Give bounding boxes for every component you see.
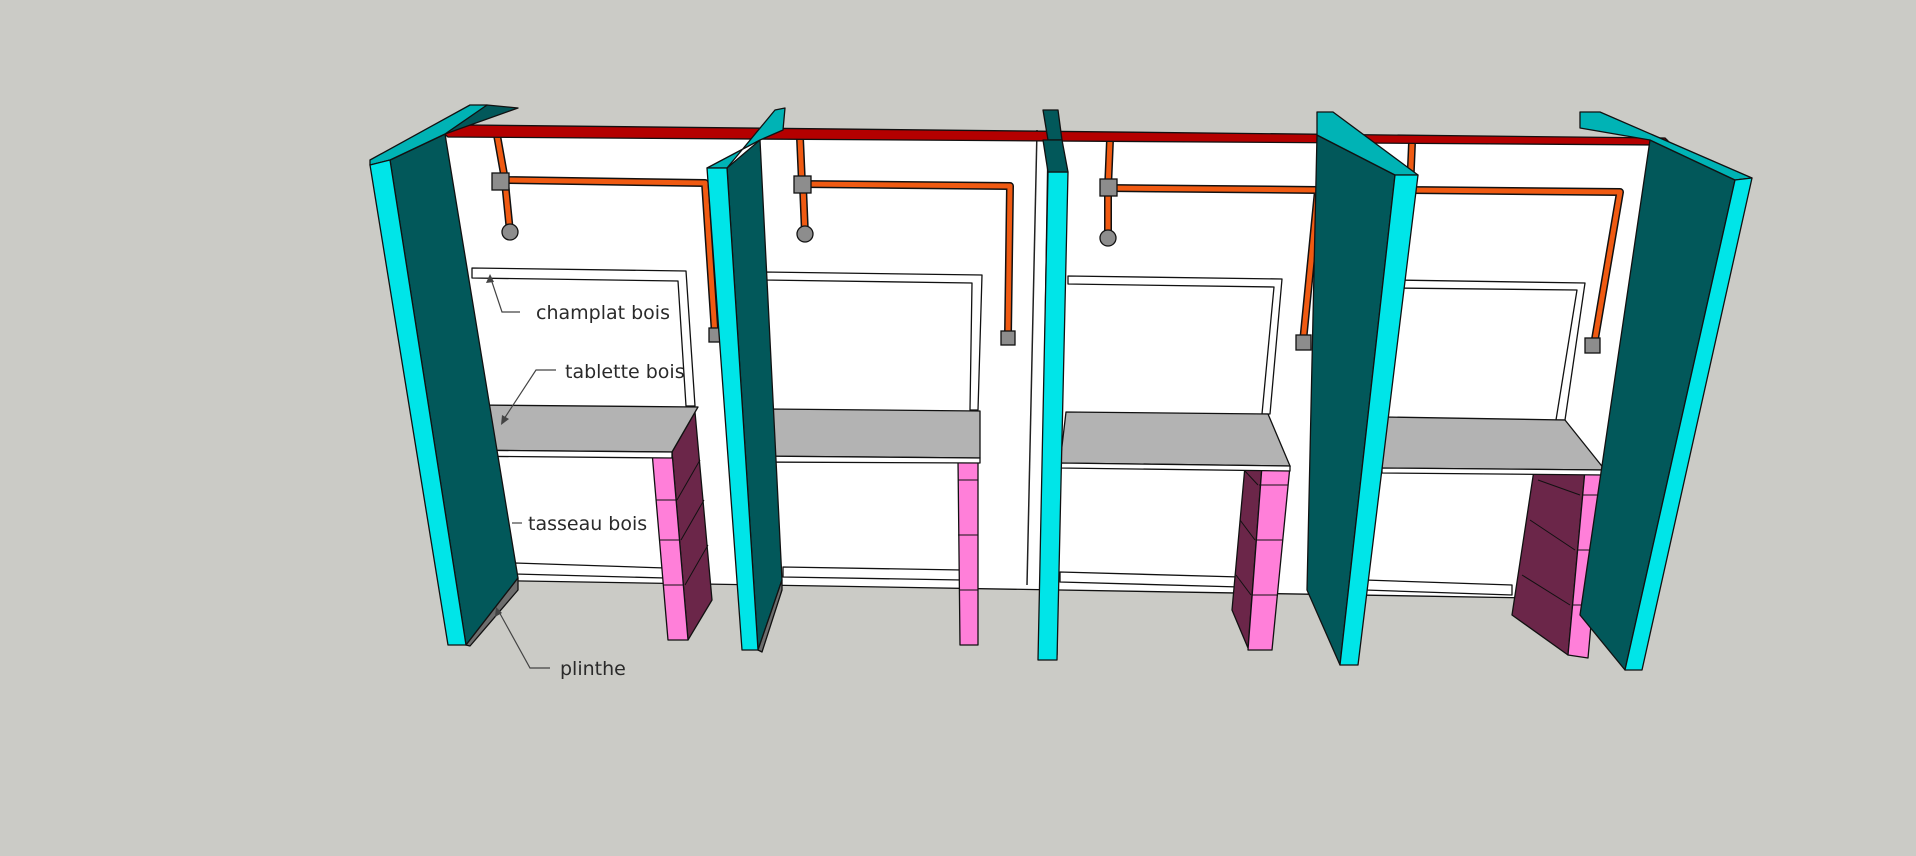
label-plinthe: plinthe — [560, 658, 626, 680]
wall-seam — [1026, 129, 1038, 586]
label-champlat: champlat bois — [536, 302, 670, 324]
partition-front — [1339, 174, 1419, 666]
partition-4 — [1306, 111, 1419, 666]
annotation-tasseau: tasseau bois — [512, 513, 647, 535]
cable — [1407, 142, 1623, 346]
partition-2 — [706, 107, 786, 653]
plinth — [757, 579, 783, 653]
annotation-champlat: champlat bois — [486, 274, 670, 324]
batten-joints — [1235, 469, 1288, 596]
label-tablette: tablette bois — [565, 361, 685, 383]
partition-front — [1624, 177, 1753, 671]
partition-1 — [369, 104, 519, 647]
partition-3 — [1037, 109, 1069, 661]
annotation-plinthe: plinthe — [495, 607, 626, 680]
partition-5 — [1579, 111, 1753, 671]
outlet-box — [1584, 337, 1601, 354]
outlet-box — [1000, 330, 1016, 346]
shelf-edge — [1381, 467, 1606, 476]
annotation-tablette: tablette bois — [501, 361, 685, 425]
shelf-edge — [751, 455, 981, 464]
batten-front — [957, 459, 979, 646]
plinth — [465, 577, 519, 647]
batten-joints — [656, 459, 709, 586]
champlat-frame — [471, 267, 696, 407]
partition-top-cap — [1042, 139, 1069, 173]
cable — [494, 134, 718, 336]
skirting — [782, 566, 963, 581]
shelf — [751, 408, 981, 459]
shelf — [1059, 411, 1291, 467]
booth-2 — [751, 137, 1016, 646]
junction-box — [1099, 178, 1118, 197]
outlet-box — [1295, 334, 1312, 351]
booth-3 — [1059, 139, 1322, 651]
light-point — [501, 223, 519, 241]
junction-box — [793, 175, 812, 194]
label-tasseau: tasseau bois — [528, 513, 647, 535]
batten-joints — [958, 479, 978, 591]
light-point — [1099, 229, 1117, 247]
booth-1 — [447, 134, 724, 641]
light-point — [796, 225, 814, 243]
junction-box — [491, 172, 510, 191]
cable — [797, 137, 1013, 336]
cable — [1105, 139, 1321, 343]
